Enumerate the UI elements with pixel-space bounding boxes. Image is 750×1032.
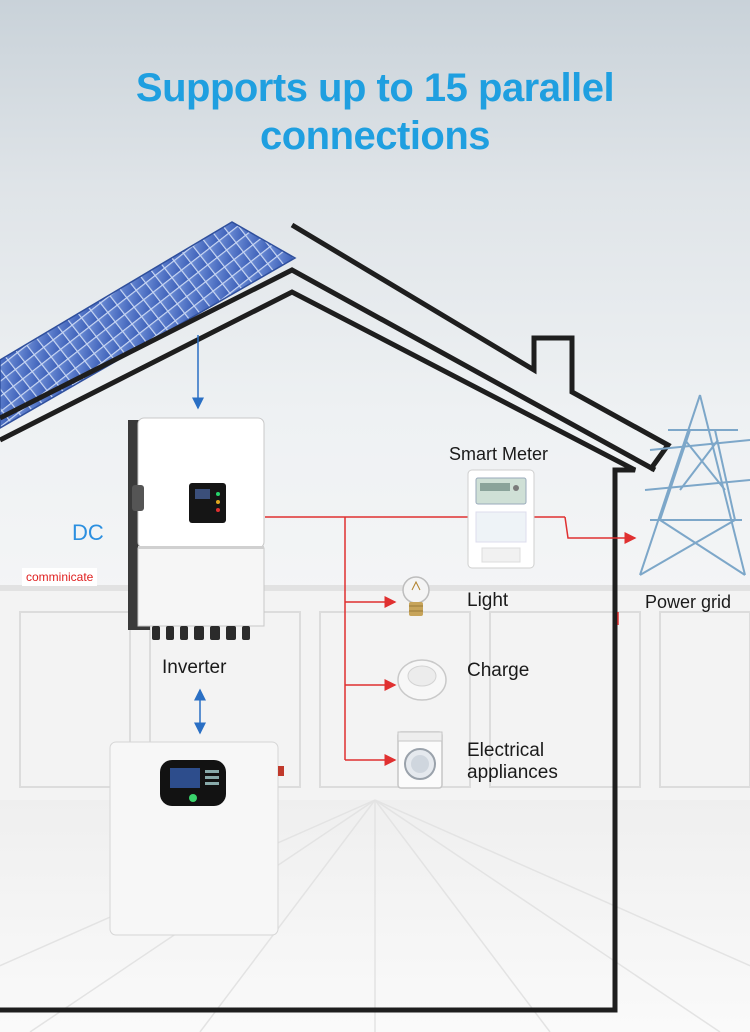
smart-meter-icon [467,469,535,569]
page-title: Supports up to 15 parallel connections [0,64,750,160]
title-line-1: Supports up to 15 parallel [135,66,615,110]
battery-icon [109,741,284,936]
electrical-appliances-label-line-2: appliances [467,762,558,783]
solar-panel-icon [0,221,297,429]
electrical-appliances-label-line-1: Electrical [467,740,545,761]
washing-machine-icon [397,731,443,789]
title-line-2: connections [259,114,491,158]
dc-label: DC [72,520,104,545]
light-bulb-icon [402,576,430,616]
transmission-tower-icon [639,394,750,576]
communicate-label: comminicate [22,568,98,586]
smart-meter-label: Smart Meter [449,444,549,464]
inverter-label: Inverter [162,657,227,678]
light-label: Light [467,590,509,611]
inverter-icon [128,417,265,640]
house-outline [0,222,672,1013]
charge-label: Charge [467,660,530,681]
smoke-detector-icon [397,659,447,701]
power-grid-label: Power grid [645,592,732,612]
